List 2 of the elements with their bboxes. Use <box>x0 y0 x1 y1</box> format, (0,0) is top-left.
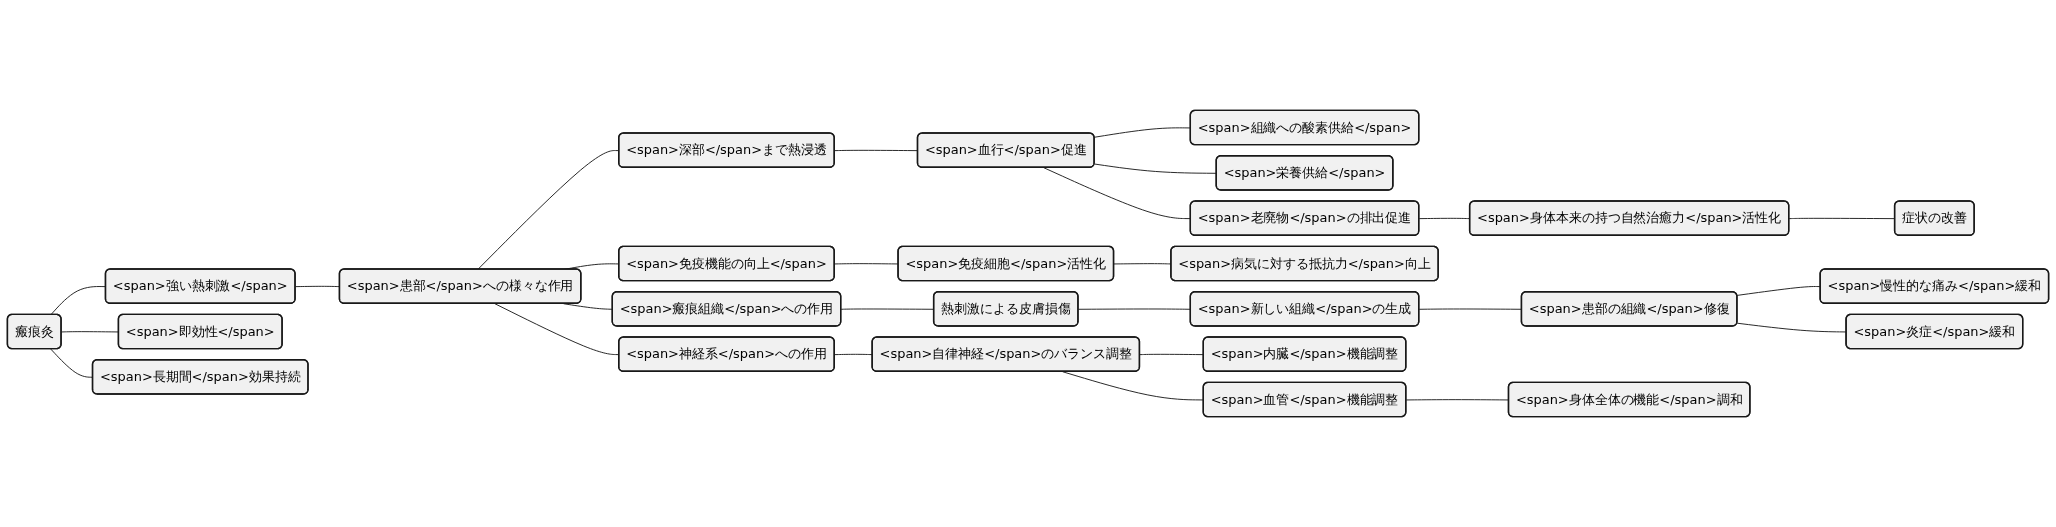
connector <box>1736 322 1847 333</box>
connector <box>834 263 899 265</box>
